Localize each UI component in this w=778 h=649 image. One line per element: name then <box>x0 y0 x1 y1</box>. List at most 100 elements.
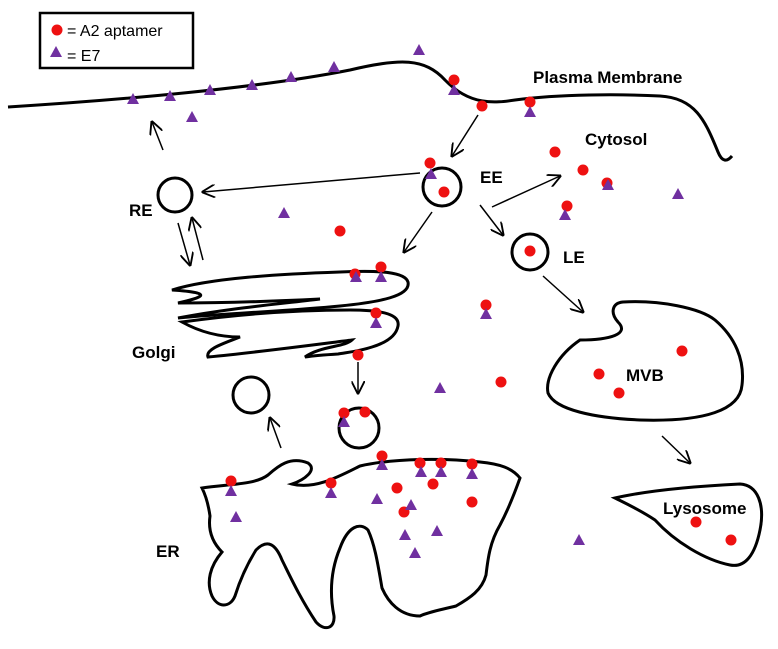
e7-triangle <box>328 61 340 72</box>
arrow-er-to-vesicle <box>270 418 282 449</box>
aptamer-dot <box>676 345 688 357</box>
aptamer-dot <box>391 482 403 494</box>
aptamer-dot <box>476 100 488 112</box>
e7-triangle <box>405 499 417 510</box>
aptamer-dot <box>376 450 388 462</box>
aptamer-dot <box>725 534 737 546</box>
aptamer-dot <box>325 477 337 489</box>
e7-triangle <box>415 466 427 477</box>
golgi-bottom-cisterna <box>177 308 400 359</box>
e7-triangle <box>602 179 614 190</box>
molecules <box>127 44 737 558</box>
e7-triangle <box>573 534 585 545</box>
aptamer-dot <box>466 496 478 508</box>
mvb <box>546 300 745 422</box>
aptamer-dot <box>561 200 573 212</box>
e7-triangle <box>370 317 382 328</box>
aptamer-dot <box>427 478 439 490</box>
e7-triangle <box>371 493 383 504</box>
aptamer-dot <box>424 157 436 169</box>
arrow-mvb-to-lysosome <box>661 435 690 463</box>
er <box>199 457 522 630</box>
ee-label: EE <box>480 168 503 187</box>
e7-triangle <box>375 271 387 282</box>
re-label: RE <box>129 201 153 220</box>
labels: Plasma Membrane Cytosol EE RE LE Golgi M… <box>129 68 746 561</box>
aptamer-dot <box>414 457 426 469</box>
aptamer-dot <box>359 406 371 418</box>
aptamer-dot <box>352 349 364 361</box>
plasma-membrane-label: Plasma Membrane <box>533 68 682 87</box>
e7-triangle <box>127 93 139 104</box>
aptamer-dot <box>524 245 536 257</box>
e7-triangle <box>399 529 411 540</box>
aptamer-dot <box>338 407 350 419</box>
er-budding-vesicle <box>231 375 271 415</box>
lysosome-label: Lysosome <box>663 499 746 518</box>
legend-e7-label: = E7 <box>67 48 100 65</box>
e7-triangle <box>186 111 198 122</box>
legend: = A2 aptamer = E7 <box>38 11 195 70</box>
e7-triangle <box>431 525 443 536</box>
e7-triangle <box>434 382 446 393</box>
e7-triangle <box>466 468 478 479</box>
e7-triangle <box>480 308 492 319</box>
aptamer-dot <box>549 146 561 158</box>
aptamer-dot <box>375 261 387 273</box>
aptamer-dot <box>466 458 478 470</box>
arrow-le-to-mvb <box>542 275 583 312</box>
e7-triangle <box>164 90 176 101</box>
e7-triangle <box>413 44 425 55</box>
aptamer-dot <box>435 457 447 469</box>
arrow-ee-to-le <box>479 204 503 235</box>
e7-triangle <box>559 209 571 220</box>
e7-triangle <box>204 84 216 95</box>
e7-triangle <box>285 71 297 82</box>
e7-triangle <box>376 459 388 470</box>
aptamer-dot <box>480 299 492 311</box>
aptamer-dot <box>438 186 450 198</box>
e7-triangle <box>409 547 421 558</box>
aptamer-dot <box>524 96 536 108</box>
legend-box <box>38 11 195 70</box>
arrow-re-to-membrane <box>152 122 164 151</box>
le-label: LE <box>563 248 585 267</box>
arrows <box>152 114 690 463</box>
re-vesicle <box>156 176 194 214</box>
aptamer-dot <box>495 376 507 388</box>
e7-triangle <box>246 79 258 90</box>
legend-e7-icon <box>50 46 62 57</box>
e7-triangle <box>425 168 437 179</box>
arrow-membrane-to-ee <box>452 114 479 156</box>
arrow-ee-to-cytosol <box>491 176 560 208</box>
cytosol-label: Cytosol <box>585 130 647 149</box>
aptamer-dot <box>690 516 702 528</box>
aptamer-dot <box>370 307 382 319</box>
arrow-re-to-golgi <box>177 222 190 265</box>
e7-triangle <box>325 487 337 498</box>
e7-triangle <box>435 466 447 477</box>
aptamer-dot <box>448 74 460 86</box>
lysosome <box>610 482 764 567</box>
e7-triangle <box>350 271 362 282</box>
aptamer-dot <box>577 164 589 176</box>
er-label: ER <box>156 542 180 561</box>
e7-triangle <box>278 207 290 218</box>
aptamer-dot <box>613 387 625 399</box>
legend-aptamer-label: = A2 aptamer <box>67 23 163 40</box>
arrow-ee-to-golgi <box>404 211 433 252</box>
aptamer-dot <box>593 368 605 380</box>
arrow-ee-to-re <box>203 172 421 192</box>
aptamer-dot <box>334 225 346 237</box>
aptamer-dot <box>225 475 237 487</box>
e7-triangle <box>672 188 684 199</box>
e7-triangle <box>338 416 350 427</box>
e7-triangle <box>524 106 536 117</box>
arrow-golgi-to-re <box>192 218 204 261</box>
legend-aptamer-icon <box>51 24 63 36</box>
golgi-label: Golgi <box>132 343 175 362</box>
mvb-label: MVB <box>626 366 664 385</box>
e7-triangle <box>225 485 237 496</box>
